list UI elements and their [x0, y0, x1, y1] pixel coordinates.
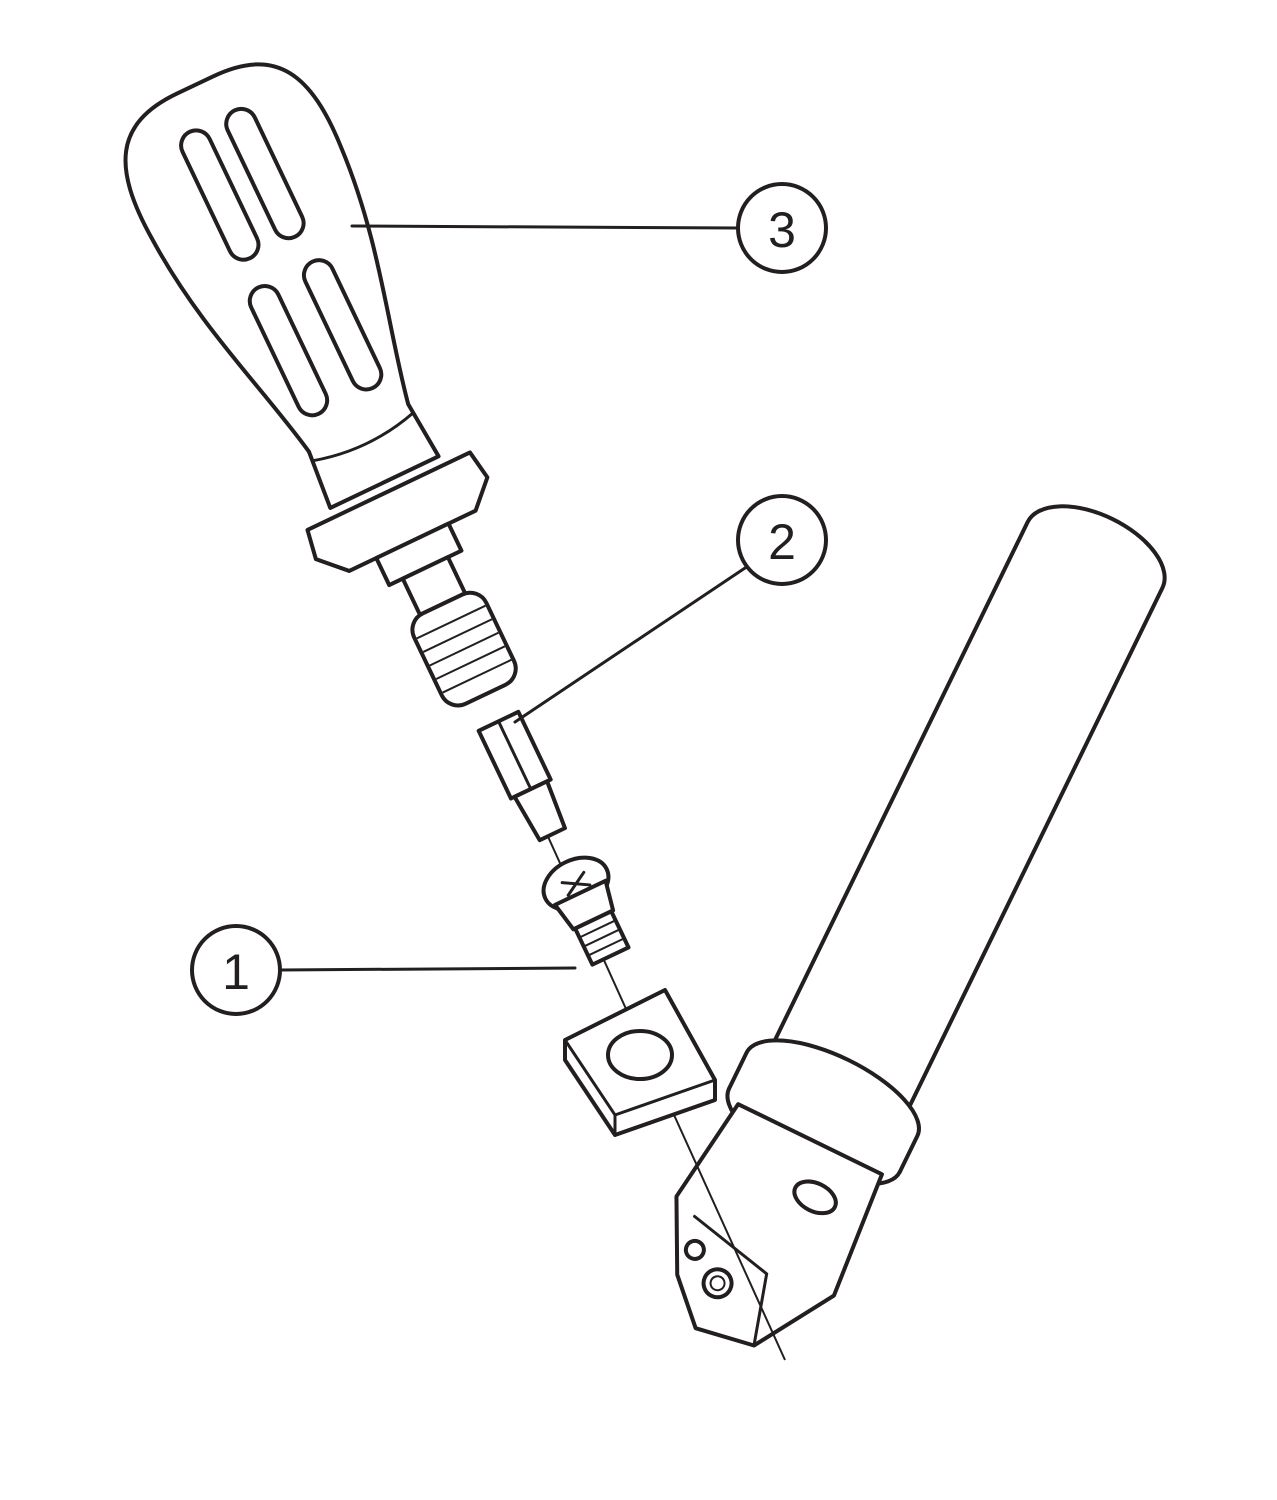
- callout-1-label: 1: [222, 944, 250, 1000]
- screwdriver-bit: [476, 709, 567, 843]
- callout-2-leader: [513, 564, 750, 724]
- insert-screw: [541, 855, 631, 967]
- shim: [563, 988, 717, 1137]
- callout-1: 1: [190, 924, 282, 1016]
- callout-3-label: 3: [768, 202, 796, 258]
- boring-bar: [674, 504, 1167, 1348]
- callout-2-label: 2: [768, 514, 796, 570]
- screwdriver-handle: [123, 62, 518, 708]
- callout-2: 2: [736, 494, 828, 586]
- callout-3-leader: [350, 224, 740, 230]
- callout-3: 3: [736, 182, 828, 274]
- callout-1-leader: [278, 966, 577, 972]
